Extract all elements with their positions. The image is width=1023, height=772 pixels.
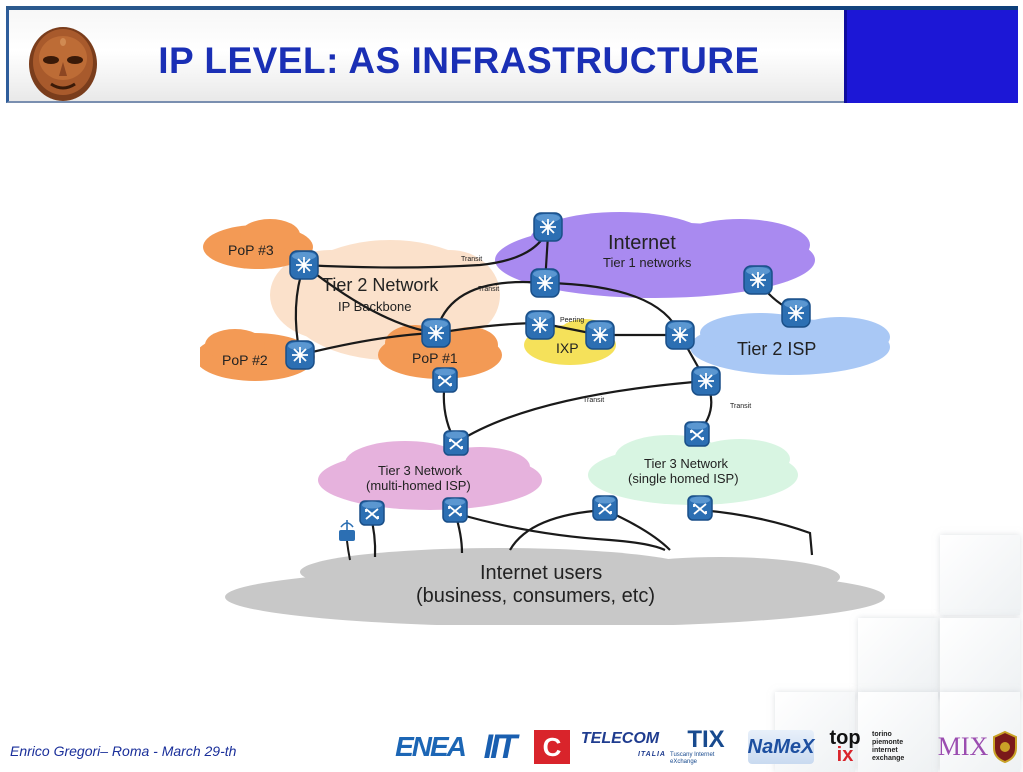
label-peering: Peering bbox=[560, 317, 584, 324]
link-tier3multi-tier2isp bbox=[455, 379, 707, 444]
switch-pop1-icon bbox=[432, 367, 458, 393]
decorative-tile-grid bbox=[770, 530, 1023, 772]
topix-logo: top ix bbox=[820, 727, 870, 766]
router-internet-icon bbox=[530, 268, 560, 298]
label-pop1: PoP #1 bbox=[412, 350, 458, 366]
partner-logos: ENEA IIT C TELECOM ITALIA TIX Tuscany In… bbox=[395, 726, 1020, 768]
mask-logo-icon bbox=[29, 27, 97, 101]
header-blue-panel bbox=[844, 10, 1018, 103]
header-accent-line bbox=[6, 6, 1018, 10]
label-tier2-network: Tier 2 Network bbox=[322, 275, 439, 295]
decorative-tile bbox=[858, 618, 938, 698]
label-transit-3: Transit bbox=[583, 397, 604, 404]
switch-tier3single-left-icon bbox=[592, 495, 618, 521]
router-pop1-icon bbox=[421, 318, 451, 348]
router-internet-top-icon bbox=[533, 212, 563, 242]
torino-line: piemonte bbox=[872, 739, 904, 746]
router-tier1-icon bbox=[743, 265, 773, 295]
label-transit-4: Transit bbox=[730, 403, 751, 410]
label-ixp: IXP bbox=[556, 340, 579, 356]
link-multi-user-3 bbox=[454, 511, 666, 552]
label-tier3-multi: Tier 3 Network bbox=[378, 463, 463, 478]
cloud-tier2-isp bbox=[690, 313, 890, 375]
telecom-logo-sub: ITALIA bbox=[637, 751, 666, 758]
switch-tier3multi-top-icon bbox=[443, 430, 469, 456]
topix-logo-bottom: ix bbox=[836, 744, 854, 766]
cloud-tier3-multi bbox=[318, 441, 542, 510]
link-single-user-3 bbox=[699, 508, 814, 556]
link-single-user-1 bbox=[509, 508, 606, 551]
tix-logo-text: TIX bbox=[687, 726, 725, 753]
tix-logo: TIX Tuscany Internet eXchange bbox=[670, 726, 742, 766]
switch-tier3single-top-icon bbox=[684, 421, 710, 447]
topix-logo-top: top bbox=[829, 727, 861, 749]
cloud-pop3 bbox=[203, 219, 313, 269]
switch-tier3multi-left-icon bbox=[359, 500, 385, 526]
label-ip-backbone: IP Backbone bbox=[338, 299, 411, 314]
link-pop3-internet bbox=[303, 234, 546, 269]
torino-exchange-logo: torino piemonte internet exchange bbox=[872, 730, 930, 764]
as-infrastructure-diagram: PoP #3 PoP #2 PoP #1 Tier 2 Network IP B… bbox=[200, 205, 910, 625]
router-tier2isp-top-icon bbox=[781, 298, 811, 328]
router-pop2-icon bbox=[285, 340, 315, 370]
tix-logo-sub: Tuscany Internet eXchange bbox=[670, 752, 715, 765]
label-tier3-multi-sub: (multi-homed ISP) bbox=[366, 478, 471, 493]
cloud-internet-users bbox=[225, 548, 885, 625]
label-tier2-isp: Tier 2 ISP bbox=[737, 339, 816, 359]
decorative-tile bbox=[940, 618, 1020, 698]
router-pop3-icon bbox=[289, 250, 319, 280]
label-internet-users-sub: (business, consumers, etc) bbox=[416, 585, 655, 607]
decorative-tile bbox=[858, 692, 938, 772]
torino-line: torino bbox=[872, 731, 892, 738]
label-internet-users: Internet users bbox=[480, 562, 602, 584]
label-tier1-networks: Tier 1 networks bbox=[603, 255, 692, 270]
label-internet: Internet bbox=[608, 232, 676, 254]
router-ixp-left-icon bbox=[525, 310, 555, 340]
diagram-canvas: PoP #3 PoP #2 PoP #1 Tier 2 Network IP B… bbox=[200, 212, 890, 625]
switch-tier3multi-right-icon bbox=[442, 497, 468, 523]
router-tier2isp-icon bbox=[665, 320, 695, 350]
telecom-logo-text: TELECOM bbox=[580, 730, 660, 747]
cloud-pop1 bbox=[378, 325, 502, 379]
wireless-access-point-icon bbox=[339, 520, 355, 541]
iit-logo: IIT bbox=[483, 727, 518, 766]
switch-tier3single-right-icon bbox=[687, 495, 713, 521]
label-pop2: PoP #2 bbox=[222, 352, 268, 368]
torino-line: exchange bbox=[872, 755, 905, 762]
page-title: IP LEVEL: AS INFRASTRUCTURE bbox=[158, 40, 760, 81]
router-ixp-right-icon bbox=[585, 320, 615, 350]
header-title-panel: IP LEVEL: AS INFRASTRUCTURE bbox=[6, 10, 844, 103]
cloud-internet bbox=[495, 212, 815, 298]
label-tier3-single-sub: (single homed ISP) bbox=[628, 471, 739, 486]
torino-line: internet bbox=[872, 747, 898, 754]
telecom-italia-logo: TELECOM ITALIA bbox=[574, 730, 666, 764]
slide-header: IP LEVEL: AS INFRASTRUCTURE bbox=[6, 6, 1018, 103]
mix-logo: MIX bbox=[937, 732, 989, 761]
label-transit-2: Transit bbox=[478, 286, 499, 293]
shield-logo-icon bbox=[993, 730, 1017, 764]
enea-logo: ENEA bbox=[395, 731, 467, 762]
cnr-logo: C bbox=[534, 730, 570, 764]
decorative-tile bbox=[940, 535, 1020, 615]
label-transit-1: Transit bbox=[461, 256, 482, 263]
router-tier2isp-bottom-icon bbox=[691, 366, 721, 396]
label-pop3: PoP #3 bbox=[228, 242, 274, 258]
label-tier3-single: Tier 3 Network bbox=[644, 456, 729, 471]
namex-logo: NaMeX bbox=[748, 730, 814, 764]
footer-credit: Enrico Gregori– Roma - March 29-th bbox=[10, 743, 237, 759]
